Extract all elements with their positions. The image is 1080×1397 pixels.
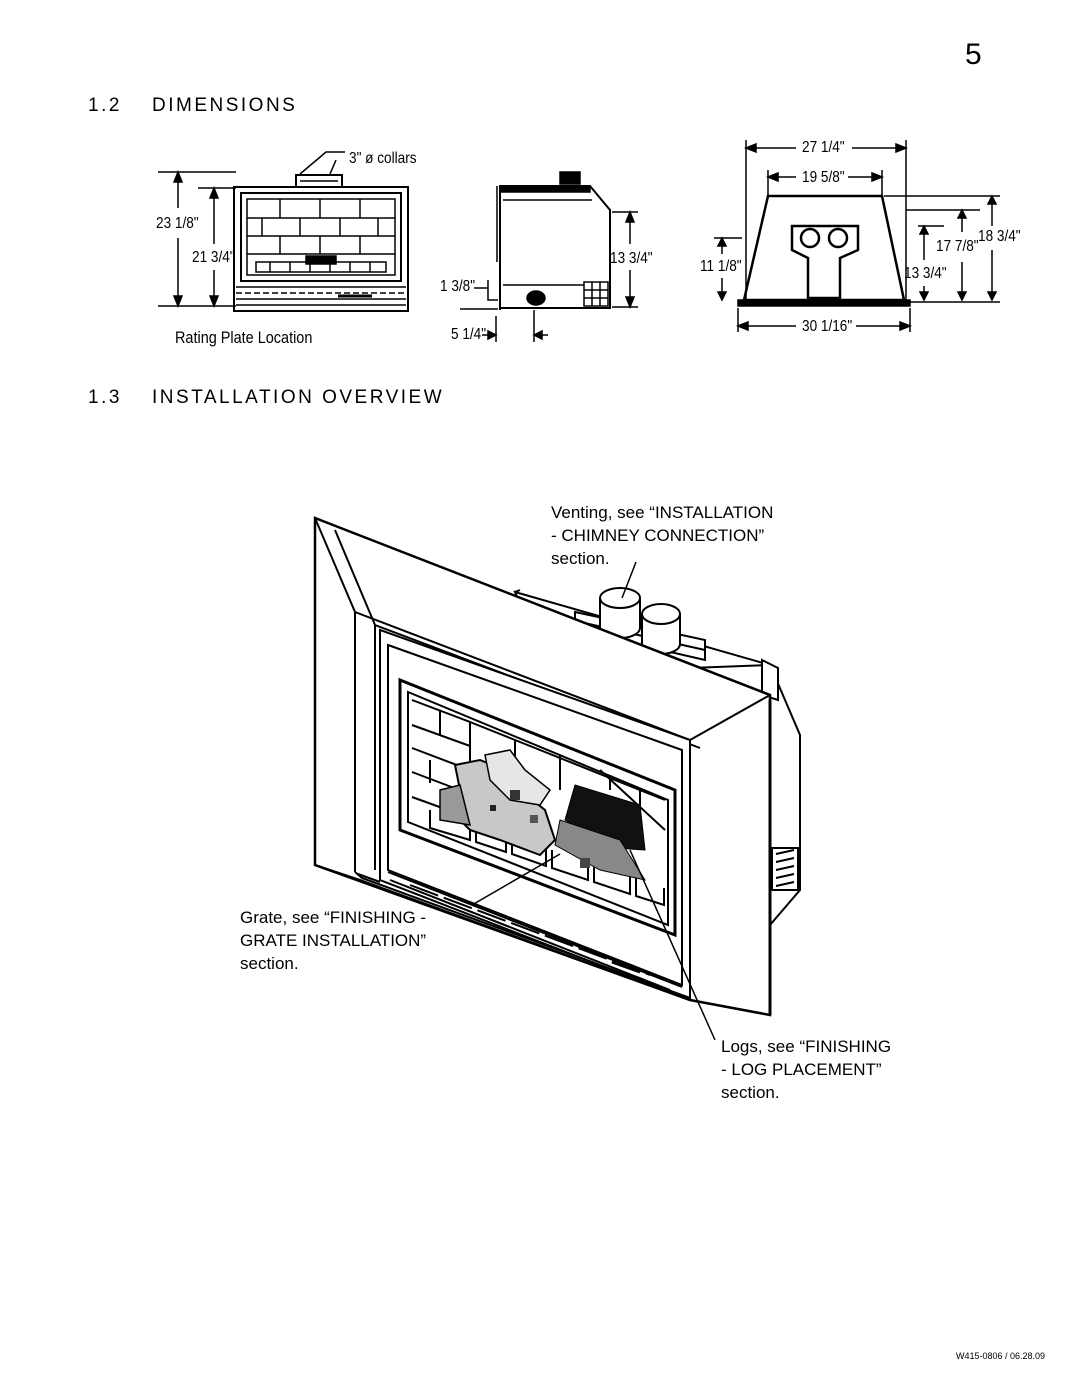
document-code: W415-0806 / 06.28.09 (956, 1351, 1046, 1361)
logs-callout-line-2: - LOG PLACEMENT” (721, 1060, 882, 1079)
grate-callout-line-2: GRATE INSTALLATION” (240, 931, 427, 950)
top-width-top: 19 5/8" (802, 169, 845, 186)
logs-callout: Logs, see “FINISHING - LOG PLACEMENT” se… (721, 1035, 891, 1104)
top-width-back: 27 1/4" (802, 139, 845, 156)
overview-section-title: INSTALLATION OVERVIEW (152, 387, 445, 408)
rating-plate-label: Rating Plate Location (175, 328, 313, 347)
grate-callout-line-3: section. (240, 954, 299, 973)
side-view-drawing (460, 171, 638, 342)
venting-callout-line-3: section. (551, 549, 610, 568)
dimensions-section-number: 1.2 (88, 95, 122, 116)
overview-section-number: 1.3 (88, 387, 122, 408)
page-number: 5 (965, 38, 982, 71)
top-view-drawing (714, 140, 1000, 332)
callout-leader-lines (471, 561, 716, 1041)
side-height: 13 3/4" (610, 250, 653, 267)
front-height-outer: 23 1/8" (156, 215, 199, 232)
collars-label: 3" ø collars (349, 150, 417, 167)
venting-callout-line-2: - CHIMNEY CONNECTION” (551, 526, 765, 545)
logs-callout-line-3: section. (721, 1083, 780, 1102)
grate-callout-line-1: Grate, see “FINISHING - (240, 908, 427, 927)
side-gas-inlet-depth: 5 1/4" (451, 326, 487, 343)
top-depth-inner: 13 3/4" (904, 265, 947, 282)
side-gas-inlet-height: 1 3/8" (440, 278, 476, 295)
fireplace-overview-drawing (313, 516, 801, 1017)
dimensions-heading: 1.2 DIMENSIONS (88, 95, 297, 117)
top-depth-outer: 18 3/4" (978, 228, 1021, 245)
logs-callout-line-1: Logs, see “FINISHING (721, 1037, 892, 1056)
logs-illustration (439, 749, 647, 881)
dimensions-section-title: DIMENSIONS (152, 95, 298, 116)
top-width-front: 30 1/16" (802, 318, 853, 335)
top-depth-left: 11 1/8" (700, 258, 742, 275)
venting-callout: Venting, see “INSTALLATION - CHIMNEY CON… (551, 501, 773, 570)
grate-callout: Grate, see “FINISHING - GRATE INSTALLATI… (240, 906, 426, 975)
overview-heading: 1.3 INSTALLATION OVERVIEW (88, 387, 444, 409)
top-depth-mid: 17 7/8" (936, 238, 979, 255)
front-height-inner: 21 3/4" (192, 249, 235, 266)
venting-callout-line-1: Venting, see “INSTALLATION (551, 503, 774, 522)
